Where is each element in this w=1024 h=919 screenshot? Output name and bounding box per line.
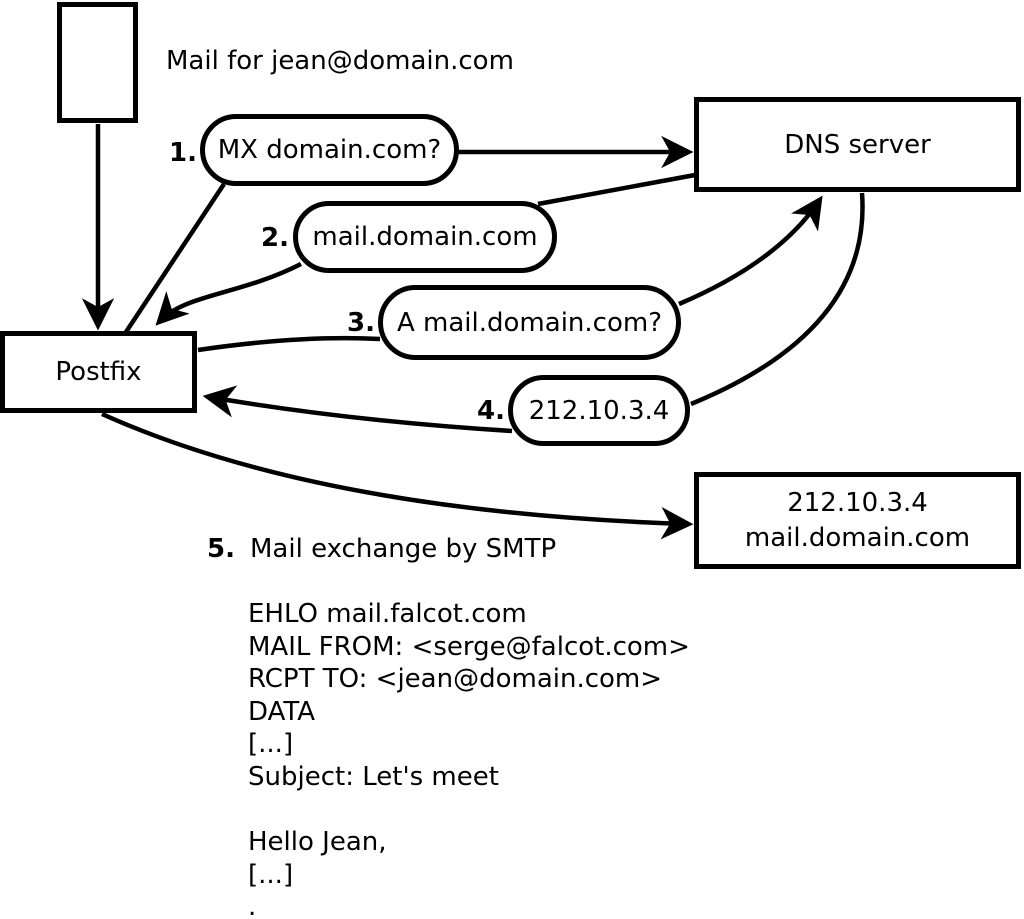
step1-number: 1. — [169, 138, 197, 168]
node-postfix: Postfix — [0, 331, 197, 413]
step2-number: 2. — [261, 223, 289, 253]
smtp-line: . — [248, 892, 257, 919]
mail-message-icon — [57, 2, 138, 123]
pill-step3-a-query: A mail.domain.com? — [378, 285, 681, 360]
node-postfix-label: Postfix — [55, 357, 142, 387]
smtp-line: EHLO mail.falcot.com — [248, 599, 527, 629]
smtp-line: Hello Jean, — [248, 827, 387, 858]
smtp-line: [...] — [248, 859, 294, 890]
smtp-line: [...] — [248, 729, 294, 760]
arrow-postfix-to-mailserver — [101, 411, 694, 540]
arrow-query3-to-dns — [678, 195, 823, 307]
node-mail-server-hostname: mail.domain.com — [744, 522, 971, 553]
pill-step4-a-answer: 212.10.3.4 — [508, 375, 690, 446]
line-dns-to-answer4 — [690, 192, 865, 407]
pill-step2-label: mail.domain.com — [312, 222, 538, 252]
pill-step1-mx-query: MX domain.com? — [200, 114, 459, 186]
node-mail-server-ip: 212.10.3.4 — [787, 487, 928, 518]
pill-step3-label: A mail.domain.com? — [397, 307, 662, 338]
pill-step1-label: MX domain.com? — [217, 135, 442, 165]
arrow-answer2-to-postfix — [155, 261, 303, 326]
node-dns-server-label: DNS server — [784, 129, 931, 160]
node-dns-server: DNS server — [694, 97, 1021, 192]
smtp-line: Subject: Let's meet — [248, 761, 499, 792]
smtp-line — [248, 794, 690, 827]
line-postfix-to-query1 — [124, 182, 226, 334]
mail-note: Mail for jean@domain.com — [166, 46, 514, 76]
pill-step4-label: 212.10.3.4 — [528, 395, 670, 426]
line-postfix-to-query3 — [197, 335, 381, 353]
line-dns-to-answer2 — [537, 172, 696, 207]
step5-number: 5. — [207, 534, 235, 564]
arrow-answer4-to-postfix — [202, 385, 513, 434]
pill-step2-mx-answer: mail.domain.com — [293, 201, 557, 273]
step3-number: 3. — [347, 308, 375, 338]
smtp-line: RCPT TO: <jean@domain.com> — [248, 664, 663, 695]
step5-label: Mail exchange by SMTP — [250, 534, 557, 564]
node-mail-server: 212.10.3.4 mail.domain.com — [694, 472, 1021, 569]
step4-number: 4. — [477, 396, 505, 426]
smtp-line: DATA — [248, 696, 315, 727]
smtp-line: MAIL FROM: <serge@falcot.com> — [248, 631, 690, 662]
